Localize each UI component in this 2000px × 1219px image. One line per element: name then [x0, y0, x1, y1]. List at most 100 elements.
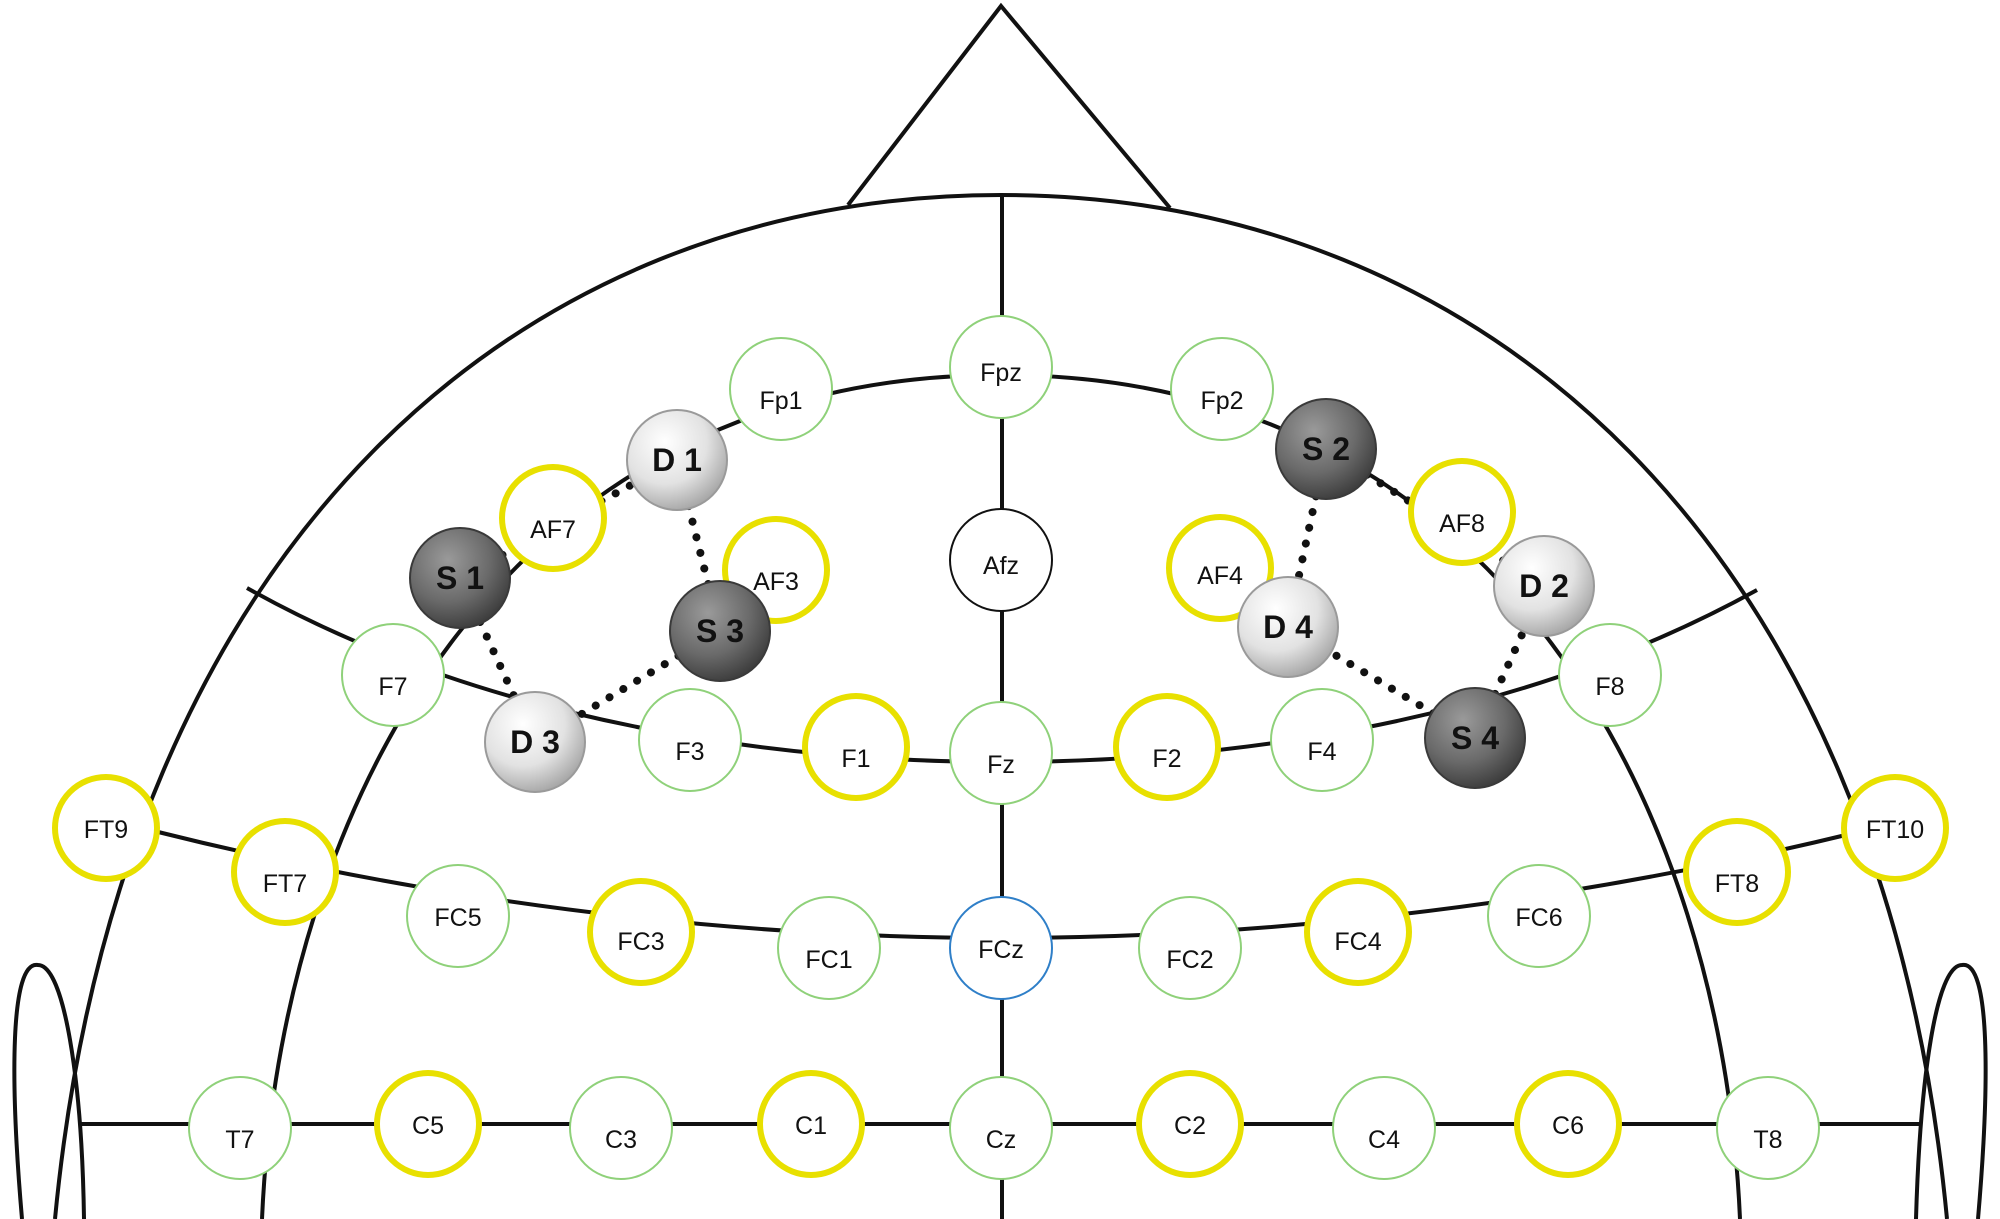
detector-d-3: D 3 [484, 691, 586, 793]
electrode-fcz: FCz [949, 896, 1053, 1000]
electrode-af4: AF4 [1166, 514, 1274, 622]
electrode-c3: C3 [569, 1076, 673, 1180]
electrode-c6: C6 [1514, 1070, 1622, 1178]
electrode-label: C5 [412, 1112, 444, 1140]
optodes: S 1S 2S 3S 4D 1D 2D 3D 4 [409, 398, 1595, 793]
electrode-ring [1408, 458, 1516, 566]
electrode-ring [1170, 337, 1274, 441]
source-label: S 1 [436, 560, 484, 596]
electrode-ft10: FT10 [1841, 774, 1949, 882]
electrode-label: FC4 [1334, 928, 1381, 956]
electrode-label: C2 [1174, 1112, 1206, 1140]
electrode-ring [1332, 1076, 1436, 1180]
electrode-label: AF4 [1197, 562, 1243, 590]
head-outline [12, 2, 1988, 1219]
electrode-ft8: FT8 [1683, 818, 1791, 926]
electrode-ring [777, 896, 881, 1000]
electrode-ring [1558, 623, 1662, 727]
electrode-fp2: Fp2 [1170, 337, 1274, 441]
electrode-fc5: FC5 [406, 864, 510, 968]
left-ear [12, 962, 86, 1219]
electrode-label: FT9 [84, 816, 128, 844]
electrode-ring [587, 878, 695, 986]
detector-d-2: D 2 [1493, 535, 1595, 637]
electrode-label: Afz [983, 552, 1019, 580]
electrode-fz: Fz [949, 701, 1053, 805]
channel-s-4-d-2 [1471, 582, 1548, 742]
source-s-4: S 4 [1424, 687, 1526, 789]
electrode-ring [188, 1076, 292, 1180]
electrode-label: F2 [1152, 745, 1181, 773]
electrode-label: FT8 [1715, 870, 1759, 898]
electrode-f4: F4 [1270, 688, 1374, 792]
electrode-ring [949, 701, 1053, 805]
electrode-ring [729, 337, 833, 441]
source-s-1: S 1 [409, 527, 511, 629]
electrode-ring [499, 464, 607, 572]
electrode-label: AF3 [753, 568, 799, 596]
nose-outline [846, 2, 1172, 210]
electrode-label: Fp1 [759, 387, 802, 415]
electrode-ring [1136, 1070, 1244, 1178]
source-s-3: S 3 [669, 580, 771, 682]
electrode-fc6: FC6 [1487, 864, 1591, 968]
electrode-ft7: FT7 [231, 818, 339, 926]
electrode-label: C6 [1552, 1112, 1584, 1140]
electrode-ring [374, 1070, 482, 1178]
electrode-afz: Afz [949, 508, 1053, 612]
electrode-label: AF8 [1439, 510, 1485, 538]
electrode-fpz: Fpz [949, 315, 1053, 419]
electrode-label: FC6 [1515, 904, 1562, 932]
source-label: S 3 [696, 613, 744, 649]
electrode-label: FC5 [434, 904, 481, 932]
electrode-ring [638, 688, 742, 792]
right-ear [1914, 962, 1988, 1219]
source-label: S 2 [1302, 431, 1350, 467]
electrode-ring [1514, 1070, 1622, 1178]
electrode-label: AF7 [530, 516, 576, 544]
detector-marker [484, 691, 586, 793]
source-marker [669, 580, 771, 682]
electrode-label: FCz [978, 936, 1024, 964]
detector-label: D 2 [1519, 568, 1569, 604]
electrode-label: Fz [987, 751, 1015, 779]
electrode-cz: Cz [949, 1076, 1053, 1180]
electrode-fc2: FC2 [1138, 896, 1242, 1000]
detector-label: D 4 [1263, 609, 1313, 645]
electrode-fp1: Fp1 [729, 337, 833, 441]
source-marker [409, 527, 511, 629]
electrode-label: C4 [1368, 1126, 1400, 1154]
electrode-af7: AF7 [499, 464, 607, 572]
electrode-t7: T7 [188, 1076, 292, 1180]
detector-marker [626, 409, 728, 511]
source-label: S 4 [1451, 720, 1499, 756]
source-marker [1424, 687, 1526, 789]
electrode-f8: F8 [1558, 623, 1662, 727]
electrode-fc1: FC1 [777, 896, 881, 1000]
electrode-ring [52, 774, 160, 882]
electrode-label: C1 [795, 1112, 827, 1140]
source-marker [1275, 398, 1377, 500]
detector-label: D 3 [510, 724, 560, 760]
electrode-label: F7 [378, 673, 407, 701]
electrode-label: T7 [225, 1126, 254, 1154]
electrode-ring [1683, 818, 1791, 926]
electrode-label: FT10 [1866, 816, 1924, 844]
electrode-label: Cz [986, 1126, 1017, 1154]
electrode-label: FC2 [1166, 946, 1213, 974]
electrode-ring [1841, 774, 1949, 882]
electrode-ring [406, 864, 510, 968]
electrode-ring [1716, 1076, 1820, 1180]
detector-d-4: D 4 [1237, 576, 1339, 678]
electrode-ring [757, 1070, 865, 1178]
electrode-label: F3 [675, 738, 704, 766]
electrode-ring [1166, 514, 1274, 622]
electrode-label: F1 [841, 745, 870, 773]
electrode-ring [231, 818, 339, 926]
electrode-label: F4 [1307, 738, 1336, 766]
electrode-c5: C5 [374, 1070, 482, 1178]
electrode-ring [949, 1076, 1053, 1180]
electrode-label: F8 [1595, 673, 1624, 701]
electrode-ring [569, 1076, 673, 1180]
